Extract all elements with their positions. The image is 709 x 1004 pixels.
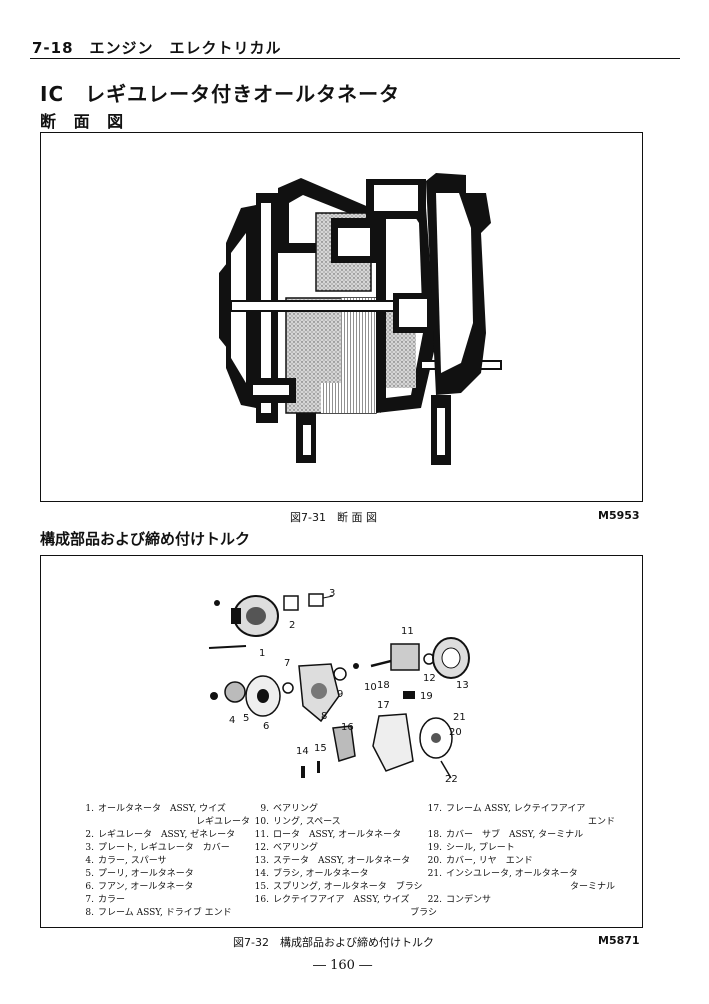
legend-item: 4.カラー, スパーサ [85,856,167,866]
callout-9: 9 [337,689,343,700]
page-header: 7-18 エンジン エレクトリカル [32,39,282,57]
callout-7: 7 [284,658,290,669]
legend-item: 14.ブラシ, オールタネータ [254,869,369,879]
cross-section-figure [40,132,643,502]
callout-14: 14 [296,746,309,757]
legend-column-3: 17.フレーム ASSY, レクテイフアイア エンド 18.カバー サブ ASS… [420,803,615,907]
legend-item: 6.フアン, オールタネータ [85,882,194,892]
legend-item: 2.レギユレータ ASSY, ゼネレータ [85,830,236,840]
legend-item: 20.カバー, リヤ エンド [427,856,533,866]
callout-20: 20 [449,727,462,738]
part-alternator-assy [208,595,279,649]
legend-item: 7.カラー [85,895,126,905]
figure1-caption: 図7-31 断 面 図 [290,511,377,524]
callout-2: 2 [289,620,295,631]
figure2-caption: 図7-32 構成部品および締め付けトルク [233,936,434,949]
callout-18: 18 [377,680,390,691]
alternator-cross-section-drawing [219,173,502,465]
parts-heading: 構成部品および締め付けトルク [40,530,251,548]
callout-6: 6 [263,721,269,732]
legend-item: 17.フレーム ASSY, レクテイフアイア [427,804,586,814]
legend-item: 21.インシユレータ, オールタネータ [427,869,578,879]
callout-17: 17 [377,700,390,711]
callout-12: 12 [423,673,436,684]
legend-item: 8.フレーム ASSY, ドライブ エンド [85,908,232,918]
legend-item: 5.プーリ, オールタネータ [85,869,194,879]
legend-item: 11.ロータ ASSY, オールタネータ [254,830,402,840]
legend-item: 13.ステータ ASSY, オールタネータ [254,856,411,866]
legend-item-continuation: ターミナル [569,882,615,892]
callout-21: 21 [453,712,466,723]
callout-11: 11 [401,626,414,637]
legend-item: 12.ベアリング [254,843,319,853]
legend-item: 9.ベアリング [260,804,319,814]
exploded-view-drawing: 1 2 3 4 5 6 7 8 9 10 11 12 13 14 15 16 1… [208,588,470,785]
legend-item: 3.プレート, レギユレータ カバー [85,843,230,853]
callout-4: 4 [229,715,235,726]
page-number: ― 160 ― [313,958,373,973]
callout-3: 3 [329,588,335,599]
callout-10: 10 [364,682,377,693]
legend-item: 22.コンデンサ [427,895,492,905]
callout-16: 16 [341,722,354,733]
legend-column-1: 1.オールタネータ ASSY, ウイズ レギユレータ 2.レギユレータ ASSY… [72,803,250,920]
legend-column-2: 9.ベアリング 10.リング, スペース 11.ロータ ASSY, オールタネー… [247,803,437,920]
callout-19: 19 [420,691,433,702]
legend-item: 16.レクテイフアイア ASSY, ウイズ [254,895,410,905]
legend-item-continuation: レギユレータ [195,817,250,827]
callout-15: 15 [314,743,327,754]
legend-item: 15.スプリング, オールタネータ ブラシ [254,882,423,892]
section-title: IC レギユレータ付きオールタネータ [40,82,401,106]
callout-8: 8 [321,711,327,722]
legend-item: 10.リング, スペース [254,817,341,827]
callout-5: 5 [243,713,249,724]
legend-item-continuation: ブラシ [410,908,437,918]
callout-22: 22 [445,774,458,785]
figure2-code: M5871 [598,934,640,947]
legend-item: 1.オールタネータ ASSY, ウイズ [85,804,226,814]
legend-item-continuation: エンド [587,817,615,827]
exploded-view-figure: 1 2 3 4 5 6 7 8 9 10 11 12 13 14 15 16 1… [40,555,643,928]
legend-item: 18.カバー サブ ASSY, ターミナル [427,830,584,840]
header-rule [30,58,680,59]
figure1-code: M5953 [598,509,640,522]
callout-13: 13 [456,680,469,691]
sub-title: 断 面 図 [40,112,130,131]
legend-item: 19.シール, プレート [427,843,515,853]
callout-1: 1 [259,648,265,659]
